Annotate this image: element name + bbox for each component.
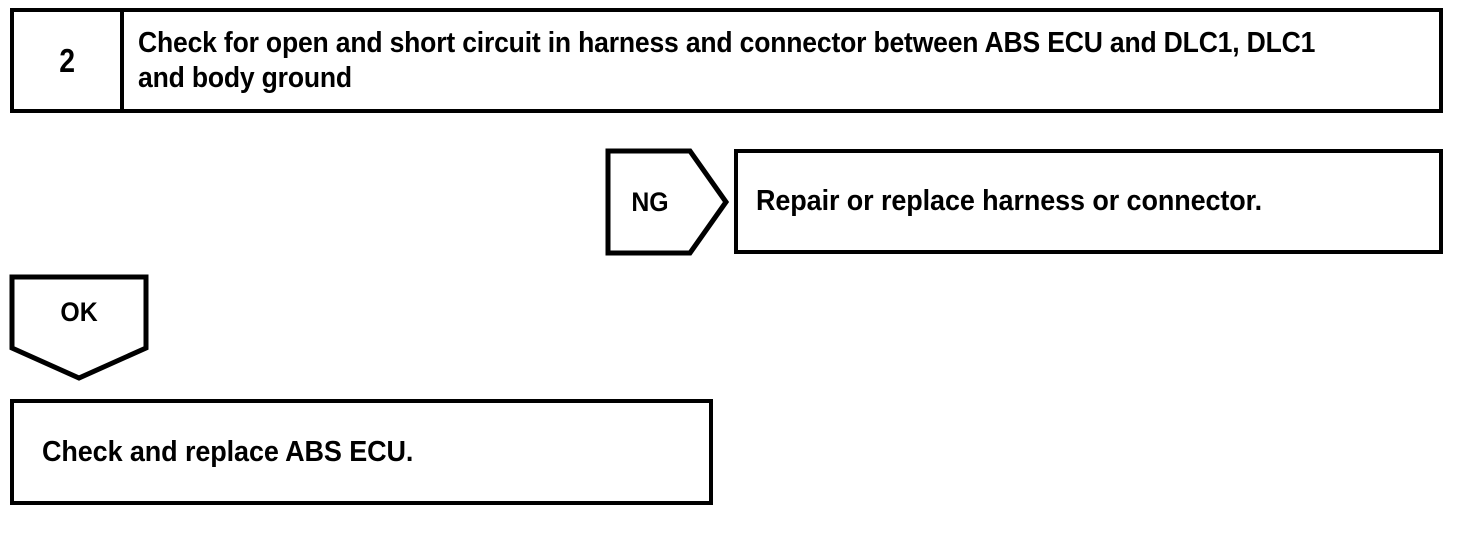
ng-branch-label: NG	[631, 186, 669, 217]
step-instruction-text: Check for open and short circuit in harn…	[138, 27, 1316, 94]
ng-result-text: Repair or replace harness or connector.	[756, 185, 1263, 217]
ng-result-box: Repair or replace harness or connector.	[734, 149, 1443, 254]
ok-branch-arrow	[9, 274, 149, 381]
step-number: 2	[59, 42, 75, 79]
ok-arrow-outline	[9, 274, 149, 381]
ng-arrow-outline	[605, 148, 729, 256]
step-number-cell: 2	[14, 12, 124, 109]
step-instruction-cell: Check for open and short circuit in harn…	[124, 12, 1439, 109]
ng-branch-label-wrap: NG	[609, 148, 692, 256]
ok-result-text: Check and replace ABS ECU.	[42, 435, 414, 468]
ok-branch-label: OK	[60, 296, 98, 327]
step-header-row: 2 Check for open and short circuit in ha…	[10, 8, 1443, 113]
ok-branch-label-wrap: OK	[15, 274, 144, 350]
ng-branch-arrow	[605, 148, 729, 256]
ok-result-box: Check and replace ABS ECU.	[10, 399, 713, 505]
